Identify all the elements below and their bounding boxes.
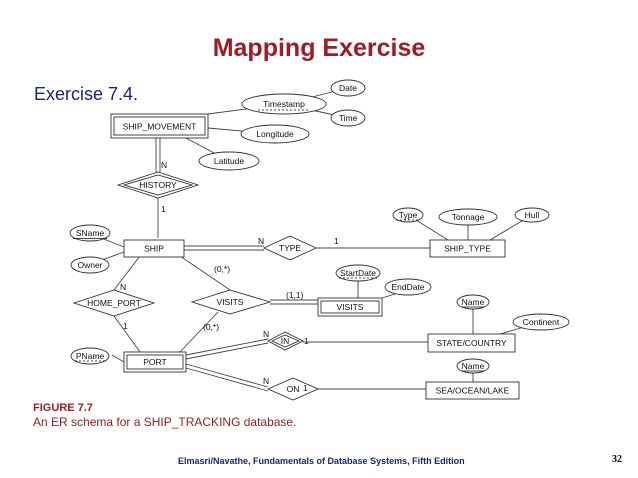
attribute-state-name: Name [456,294,490,310]
svg-text:Owner: Owner [77,260,102,270]
cardinality-label: N [161,160,167,170]
cardinality-label: (0,*) [203,322,219,332]
entity-ship-type: SHIP_TYPE [429,239,506,258]
attribute-owner: Owner [70,256,110,274]
entity-label: SHIP_TYPE [444,244,491,254]
entity-state-country: STATE/COUNTRY [427,333,516,353]
svg-text:Name: Name [462,361,485,371]
relationship-home-port: HOME_PORT [72,289,156,317]
attribute-sname: SName [69,224,111,242]
relationship-label: IN [281,336,290,346]
entity-visits: VISITS [317,297,383,317]
cardinality-label: N [258,236,264,246]
entity-label: VISITS [337,302,364,312]
cardinality-label: N [120,282,126,292]
svg-text:EndDate: EndDate [391,282,424,292]
svg-text:Time: Time [339,113,358,123]
cardinality-label: N [263,376,269,386]
attribute-pname: PName [70,347,110,365]
svg-text:Hull: Hull [525,210,540,220]
attribute-tonnage: Tonnage [438,208,498,226]
attribute-latitude: Latitude [198,151,260,171]
cardinality-label: (0,*) [214,264,230,274]
cardinality-label: N [263,329,269,339]
relationship-history: HISTORY [116,171,200,199]
exercise-label: Exercise 7.4. [34,84,139,104]
cardinality-label: 1 [304,336,309,346]
figure-label: FIGURE 7.7 [33,402,93,414]
svg-text:Date: Date [339,83,357,93]
relationship-on: ON [266,377,320,401]
attribute-longitude: Longitude [240,124,310,144]
relationship-in: IN [267,331,305,351]
slide-title: Mapping Exercise [212,34,426,62]
cardinality-label: 1 [334,236,339,246]
relationship-visits: VISITS [190,289,272,315]
svg-text:Type: Type [399,210,418,220]
footer-credit: Elmasri/Navathe, Fundamentals of Databas… [178,456,465,466]
attribute-date: Date [330,79,366,97]
attribute-timestamp: Timestamp [241,93,327,115]
relationship-label: VISITS [217,297,244,307]
attribute-time: Time [330,109,366,127]
relationship-label: ON [287,384,300,394]
svg-text:Latitude: Latitude [214,156,245,166]
entity-port: PORT [123,351,187,373]
entity-label: SHIP_MOVEMENT [123,122,197,132]
cardinality-label: 1 [303,383,308,393]
entity-ship: SHIP [123,239,185,258]
entity-label: PORT [143,357,166,367]
attribute-hull: Hull [514,207,550,223]
svg-text:Tonnage: Tonnage [452,212,485,222]
svg-text:Continent: Continent [523,317,560,327]
svg-text:StartDate: StartDate [340,268,376,278]
entity-sea-ocean-lake: SEA/OCEAN/LAKE [425,381,520,400]
figure-caption: An ER schema for a SHIP_TRACKING databas… [33,415,297,429]
attribute-enddate: EndDate [384,278,432,296]
svg-text:Timestamp: Timestamp [263,99,305,109]
attribute-type: Type [392,207,424,223]
relationship-label: HOME_PORT [87,298,141,308]
cardinality-label: 1 [123,321,128,331]
entity-label: STATE/COUNTRY [436,338,507,348]
relationship-label: HISTORY [139,180,177,190]
attribute-continent: Continent [512,313,570,331]
svg-text:SName: SName [76,228,105,238]
svg-text:Name: Name [462,297,485,307]
entity-label: SEA/OCEAN/LAKE [436,386,510,396]
attribute-startdate: StartDate [335,264,381,282]
entity-ship-movement: SHIP_MOVEMENT [110,113,209,139]
relationship-type: TYPE [262,235,318,261]
entity-label: SHIP [144,244,164,254]
cardinality-labels: N 1 N 1 N 1 (0,*) (1,1) (0,*) N 1 N 1 [120,160,339,393]
page-number: 32 [612,454,622,465]
cardinality-label: (1,1) [286,290,304,300]
svg-text:PName: PName [76,351,105,361]
attribute-sea-name: Name [456,358,490,374]
relationship-label: TYPE [279,243,302,253]
svg-text:Longitude: Longitude [256,129,294,139]
cardinality-label: 1 [161,204,166,214]
